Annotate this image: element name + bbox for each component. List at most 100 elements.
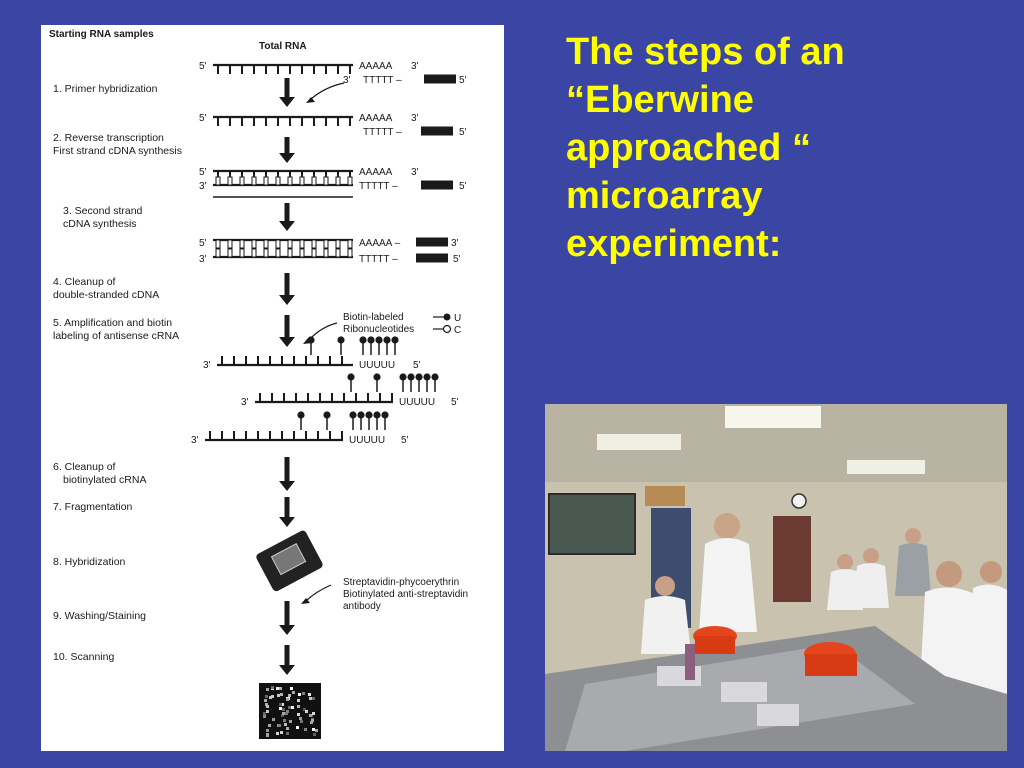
scan-spot — [312, 712, 315, 715]
process-arrow-head-icon — [279, 153, 295, 163]
poly-a-label: AAAAA — [359, 113, 393, 124]
slide-title-line-4: microarray — [566, 175, 763, 217]
biotin-label-dot — [297, 411, 305, 419]
step-6-label: 6. Cleanup of — [53, 461, 116, 473]
biotin-label-dot — [423, 373, 431, 381]
cdna-first-strand-base — [263, 176, 269, 186]
scan-spot — [281, 703, 284, 706]
step-2-sublabel: First strand cDNA synthesis — [53, 145, 182, 157]
scan-spot — [312, 697, 315, 700]
scan-spot — [271, 686, 274, 689]
scan-spot — [304, 728, 307, 731]
slide-title-line-2: “Eberwine — [566, 79, 754, 121]
strand-end-label: 3' — [411, 113, 419, 124]
cdna-first-strand-base — [227, 176, 233, 186]
strand-end-label: 3' — [411, 61, 419, 72]
strand-end-label: 5' — [453, 254, 461, 265]
cdna-second-strand-base — [347, 239, 353, 249]
scan-spot — [300, 720, 303, 723]
primer-tag — [424, 74, 456, 84]
scan-spot — [286, 710, 289, 713]
poly-a-label: AAAAA — [359, 61, 393, 72]
scan-spot — [268, 724, 271, 727]
process-arrow-head-icon — [279, 517, 295, 527]
biotin-label-dot — [407, 373, 415, 381]
student-coat — [969, 584, 1007, 704]
pointer-arrow-icon — [306, 584, 332, 601]
slide-title-line-5: experiment: — [566, 223, 782, 265]
biotin-label-dot — [367, 336, 375, 344]
step-5-label: 5. Amplification and biotin — [53, 317, 172, 329]
cdna-first-strand-base — [287, 176, 293, 186]
scan-spot — [296, 726, 299, 729]
primer-tag — [416, 253, 448, 263]
scan-spot — [280, 693, 283, 696]
student-head — [980, 561, 1002, 583]
legend-dot-filled-icon — [443, 313, 451, 321]
ceiling-light — [597, 434, 681, 450]
process-arrow-head-icon — [279, 337, 295, 347]
biotin-note: Biotin-labeled — [343, 312, 404, 323]
ceiling-light — [847, 460, 925, 474]
pipette-tip-box — [721, 682, 767, 702]
poly-t-label: TTTTT – — [359, 254, 398, 265]
cdna-second-strand-base — [323, 239, 329, 249]
strand-end-label: 3' — [191, 435, 199, 446]
scan-spot — [297, 705, 300, 708]
student-coat — [641, 596, 691, 654]
scan-spot — [272, 718, 275, 721]
stain-note: Streptavidin-phycoerythrin — [343, 577, 459, 588]
biotin-label-dot — [375, 336, 383, 344]
strand-end-label: 3' — [411, 167, 419, 178]
cdna-first-strand-base — [347, 176, 353, 186]
uuuuu-label: UUUUU — [399, 397, 435, 408]
biotin-label-dot — [373, 373, 381, 381]
cdna-first-strand-base — [287, 248, 293, 258]
cdna-second-strand-base — [275, 239, 281, 249]
cdna-first-strand-base — [311, 176, 317, 186]
scan-spot — [279, 703, 282, 706]
step-6-sublabel: biotinylated cRNA — [63, 474, 146, 486]
scan-spot — [281, 714, 284, 717]
step-3-sublabel: cDNA synthesis — [63, 218, 137, 230]
legend-c: C — [454, 325, 461, 336]
cdna-second-strand-base — [287, 239, 293, 249]
legend-dot-open-icon — [442, 324, 452, 334]
biotin-label-dot — [383, 336, 391, 344]
cdna-first-strand-base — [239, 176, 245, 186]
pipette-rack — [685, 644, 695, 680]
scan-spot — [286, 727, 289, 730]
step-10-label: 10. Scanning — [53, 651, 114, 663]
strand-end-label: 5' — [413, 360, 421, 371]
strand-end-label: 3' — [343, 75, 351, 86]
scan-spot — [271, 695, 274, 698]
scan-spot — [289, 720, 292, 723]
step-8-label: 8. Hybridization — [53, 556, 126, 568]
stain-note: antibody — [343, 601, 381, 612]
student-head — [863, 548, 879, 564]
scan-spot — [302, 692, 305, 695]
biotin-label-dot — [415, 373, 423, 381]
biotin-label-dot — [381, 411, 389, 419]
lab-photo-illustration — [545, 404, 1007, 751]
scan-spot — [286, 732, 289, 735]
process-arrow-head-icon — [279, 221, 295, 231]
strand-end-label: 5' — [459, 181, 467, 192]
primer-tag — [421, 180, 453, 190]
step-4-sublabel: double-stranded cDNA — [53, 289, 159, 301]
door — [773, 516, 811, 602]
cdna-first-strand-base — [239, 248, 245, 258]
scan-spot — [286, 698, 289, 701]
process-arrow-head-icon — [279, 97, 295, 107]
scan-spots — [263, 686, 318, 737]
scan-spot — [297, 713, 300, 716]
cdna-first-strand-base — [299, 176, 305, 186]
scan-spot — [266, 710, 269, 713]
scan-spot — [276, 687, 279, 690]
pointer-arrow-head-icon — [301, 598, 310, 604]
strand-end-label: 5' — [199, 238, 207, 249]
cdna-second-strand-base — [251, 239, 257, 249]
strand-end-label: 3' — [241, 397, 249, 408]
scan-spot — [277, 694, 280, 697]
scan-spot — [303, 708, 306, 711]
